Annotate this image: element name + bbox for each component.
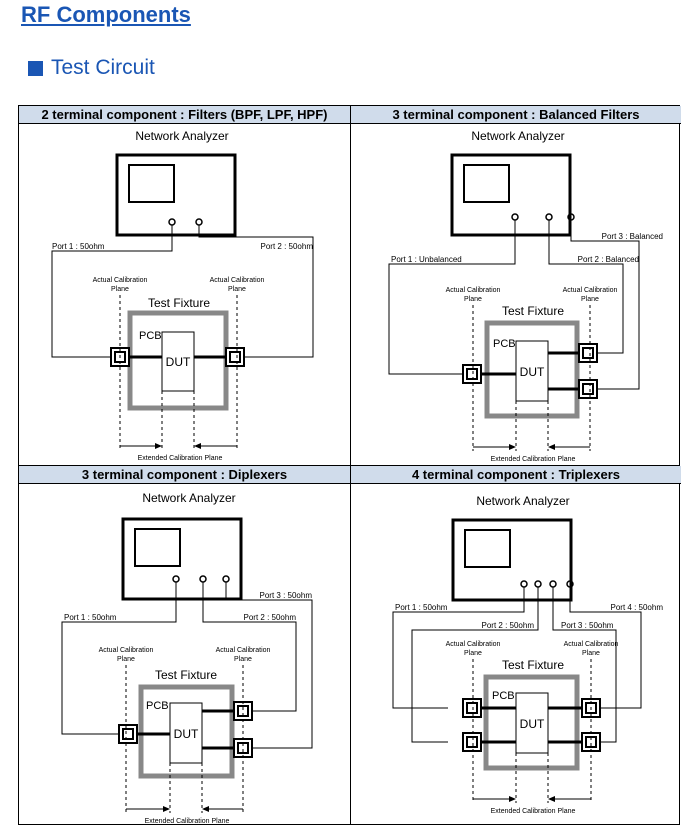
port2-label: Port 2 : 50ohm xyxy=(261,242,314,251)
output1-connector-icon xyxy=(233,701,253,721)
port2-label: Port 2 : Balanced xyxy=(578,255,639,264)
cal-plane-right-l2: Plane xyxy=(582,650,600,657)
analyzer-label: Network Analyzer xyxy=(142,491,235,505)
panel-title: 3 terminal component : Balanced Filters xyxy=(351,106,681,124)
panel-title: 4 terminal component : Triplexers xyxy=(351,466,681,484)
cal-plane-right-l1: Actual Calibration xyxy=(564,641,619,648)
port3-cable xyxy=(225,582,313,749)
extended-cal-label: Extended Calibration Plane xyxy=(138,455,223,462)
port4-label: Port 4 : 50ohm xyxy=(611,603,664,612)
port2-label: Port 2 : 50ohm xyxy=(482,621,535,630)
cal-plane-right-l2: Plane xyxy=(228,286,246,293)
port4-cable xyxy=(569,587,642,709)
right-connector-icon xyxy=(225,347,245,367)
fixture-label: Test Fixture xyxy=(502,304,564,318)
cal-plane-left-l2: Plane xyxy=(464,650,482,657)
port2-cable xyxy=(548,220,624,354)
cal-plane-left-l1: Actual Calibration xyxy=(93,277,148,284)
test-fixture xyxy=(138,684,235,779)
fixture-label: Test Fixture xyxy=(148,296,210,310)
section-title: Test Circuit xyxy=(51,56,155,79)
port1-label: Port 1 : Unbalanced xyxy=(391,255,462,264)
analyzer-screen xyxy=(464,529,511,568)
panel-balanced-filters: 3 terminal component : Balanced Filters … xyxy=(351,106,681,465)
dut-label: DUT xyxy=(174,727,199,741)
port1-cable xyxy=(388,220,516,375)
diplexers-diagram: Network Analyzer Port 1 : 50ohm Port 2 :… xyxy=(61,491,313,825)
cal-plane-right-l1: Actual Calibration xyxy=(563,287,618,294)
panel-title: 3 terminal component : Diplexers xyxy=(19,466,350,484)
dut-label: DUT xyxy=(520,365,545,379)
pcb-label: PCB xyxy=(492,690,515,702)
fixture-label: Test Fixture xyxy=(502,658,564,672)
port3-cable xyxy=(552,587,617,743)
section-square-icon xyxy=(28,60,43,76)
dut-label: DUT xyxy=(520,717,545,731)
port2-cable xyxy=(202,582,297,712)
cal-plane-left-l2: Plane xyxy=(464,296,482,303)
analyzer-screen xyxy=(128,164,175,203)
input-connector-icon xyxy=(118,724,138,744)
dut-label: DUT xyxy=(166,355,191,369)
grid-divider-horizontal xyxy=(19,465,679,466)
analyzer-label: Network Analyzer xyxy=(476,494,569,508)
connector-2-icon xyxy=(462,732,482,752)
port1-label: Port 1 : 50ohm xyxy=(52,242,105,251)
port3-label: Port 3 : 50ohm xyxy=(561,621,614,630)
section-heading: Test Circuit xyxy=(28,56,155,80)
port2-label: Port 2 : 50ohm xyxy=(244,613,297,622)
dut-box xyxy=(515,692,549,754)
test-circuit-grid: 2 terminal component : Filters (BPF, LPF… xyxy=(18,105,681,826)
port2-cable xyxy=(411,587,539,743)
port3-label: Port 3 : 50ohm xyxy=(260,591,313,600)
port1-cable xyxy=(392,587,525,709)
input-connector-icon xyxy=(462,364,482,384)
cal-plane-left-l2: Plane xyxy=(111,286,129,293)
cal-plane-left-l1: Actual Calibration xyxy=(446,641,501,648)
port3-cable xyxy=(570,220,640,390)
port3-label: Port 3 : Balanced xyxy=(602,232,663,241)
filters-diagram: Network Analyzer Port 1 : 50ohm Port 2 :… xyxy=(51,129,314,462)
cal-plane-right-l2: Plane xyxy=(234,656,252,663)
cal-plane-right-l2: Plane xyxy=(581,296,599,303)
analyzer-screen xyxy=(463,164,510,203)
pcb-label: PCB xyxy=(146,700,169,712)
analyzer-label: Network Analyzer xyxy=(471,129,564,143)
extended-cal-label: Extended Calibration Plane xyxy=(145,818,230,825)
balanced-filters-diagram: Network Analyzer Port 1 : Unbalanced Por… xyxy=(388,129,663,463)
test-fixture xyxy=(483,674,580,771)
analyzer-label: Network Analyzer xyxy=(135,129,228,143)
dut-box xyxy=(169,702,203,764)
analyzer-screen xyxy=(134,528,181,567)
fixture-label: Test Fixture xyxy=(155,668,217,682)
test-fixture xyxy=(484,320,580,419)
extended-cal-label: Extended Calibration Plane xyxy=(491,808,576,815)
port1-cable xyxy=(51,225,173,358)
connector-4-icon xyxy=(581,732,601,752)
connector-1-icon xyxy=(462,698,482,718)
pcb-label: PCB xyxy=(493,338,516,350)
cal-plane-right-l1: Actual Calibration xyxy=(216,647,271,654)
port2-cable xyxy=(198,225,314,358)
panel-filters: 2 terminal component : Filters (BPF, LPF… xyxy=(19,106,350,465)
port1-label: Port 1 : 50ohm xyxy=(64,613,117,622)
triplexers-diagram: Network Analyzer Port 1 : 50ohm Port 2 :… xyxy=(392,494,664,815)
port1-label: Port 1 : 50ohm xyxy=(395,603,448,612)
panel-triplexers: 4 terminal component : Triplexers Networ… xyxy=(351,466,681,826)
port1-cable xyxy=(61,582,177,735)
cal-plane-left-l2: Plane xyxy=(117,656,135,663)
dut-box xyxy=(161,331,195,392)
page-title: RF Components xyxy=(21,2,191,27)
pcb-label: PCB xyxy=(139,330,162,342)
output2-connector-icon xyxy=(233,738,253,758)
cal-plane-left-l1: Actual Calibration xyxy=(446,287,501,294)
output2-connector-icon xyxy=(578,379,598,399)
extended-cal-label: Extended Calibration Plane xyxy=(491,456,576,463)
cal-plane-left-l1: Actual Calibration xyxy=(99,647,154,654)
panel-diplexers: 3 terminal component : Diplexers Network… xyxy=(19,466,350,826)
panel-title: 2 terminal component : Filters (BPF, LPF… xyxy=(19,106,350,124)
output1-connector-icon xyxy=(578,343,598,363)
cal-plane-right-l1: Actual Calibration xyxy=(210,277,265,284)
dut-box xyxy=(515,340,549,402)
